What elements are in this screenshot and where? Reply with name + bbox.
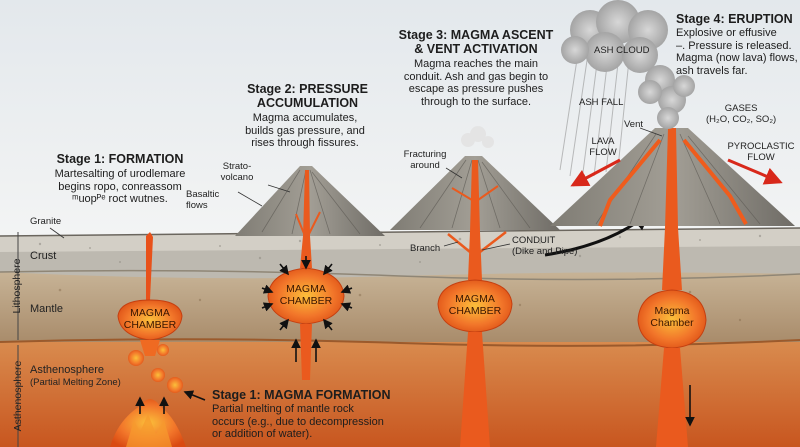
mantle-label: Mantle <box>30 303 64 315</box>
granite-label: Granite <box>30 216 62 227</box>
stage4-title: Stage 4: ERUPTION <box>676 12 793 26</box>
asthenosphere-label: Asthenosphere <box>30 364 104 376</box>
stage3-title: Stage 3: MAGMA ASCENT& VENT ACTIVATION <box>398 28 554 57</box>
magma-blob <box>167 377 183 393</box>
stage1-dike <box>146 232 153 300</box>
stage2-desc: Magma accumulates,builds gas pressure, a… <box>245 112 365 150</box>
gases-label: GASES(H₂O, CO₂, SO₂) <box>706 103 777 125</box>
lava-flow-arrow <box>570 158 621 187</box>
stage1-title: Stage 1: FORMATION <box>56 152 184 166</box>
stratovolcano-label: Strato-volcano <box>220 161 254 183</box>
bottom-stage-title: Stage 1: MAGMA FORMATION <box>212 388 391 402</box>
ash-fall-label: ASH FALL <box>579 97 624 108</box>
branch-label: Branch <box>410 243 441 254</box>
lithosphere-side-label: Lithosphere <box>11 258 23 314</box>
magma-blob <box>157 344 169 356</box>
stage4-desc: Explosive or effusive–. Pressure is rele… <box>676 27 798 77</box>
vent-label: Vent <box>624 119 644 130</box>
stage3-ash-puff <box>461 126 494 148</box>
partial-melting-label: (Partial Melting Zone) <box>30 377 121 388</box>
conduit-label: CONDUIT(Dike and Pipe) <box>512 235 578 257</box>
pyroclastic-flow-arrow <box>727 158 783 185</box>
ash-cloud-label: ASH CLOUD <box>594 45 650 56</box>
ash-cloud <box>561 0 695 129</box>
magma-blob <box>128 350 144 366</box>
crust-label: Crust <box>30 250 57 262</box>
asthenosphere-side-label: Asthenosphere <box>12 360 24 432</box>
magma-blob <box>151 368 165 382</box>
